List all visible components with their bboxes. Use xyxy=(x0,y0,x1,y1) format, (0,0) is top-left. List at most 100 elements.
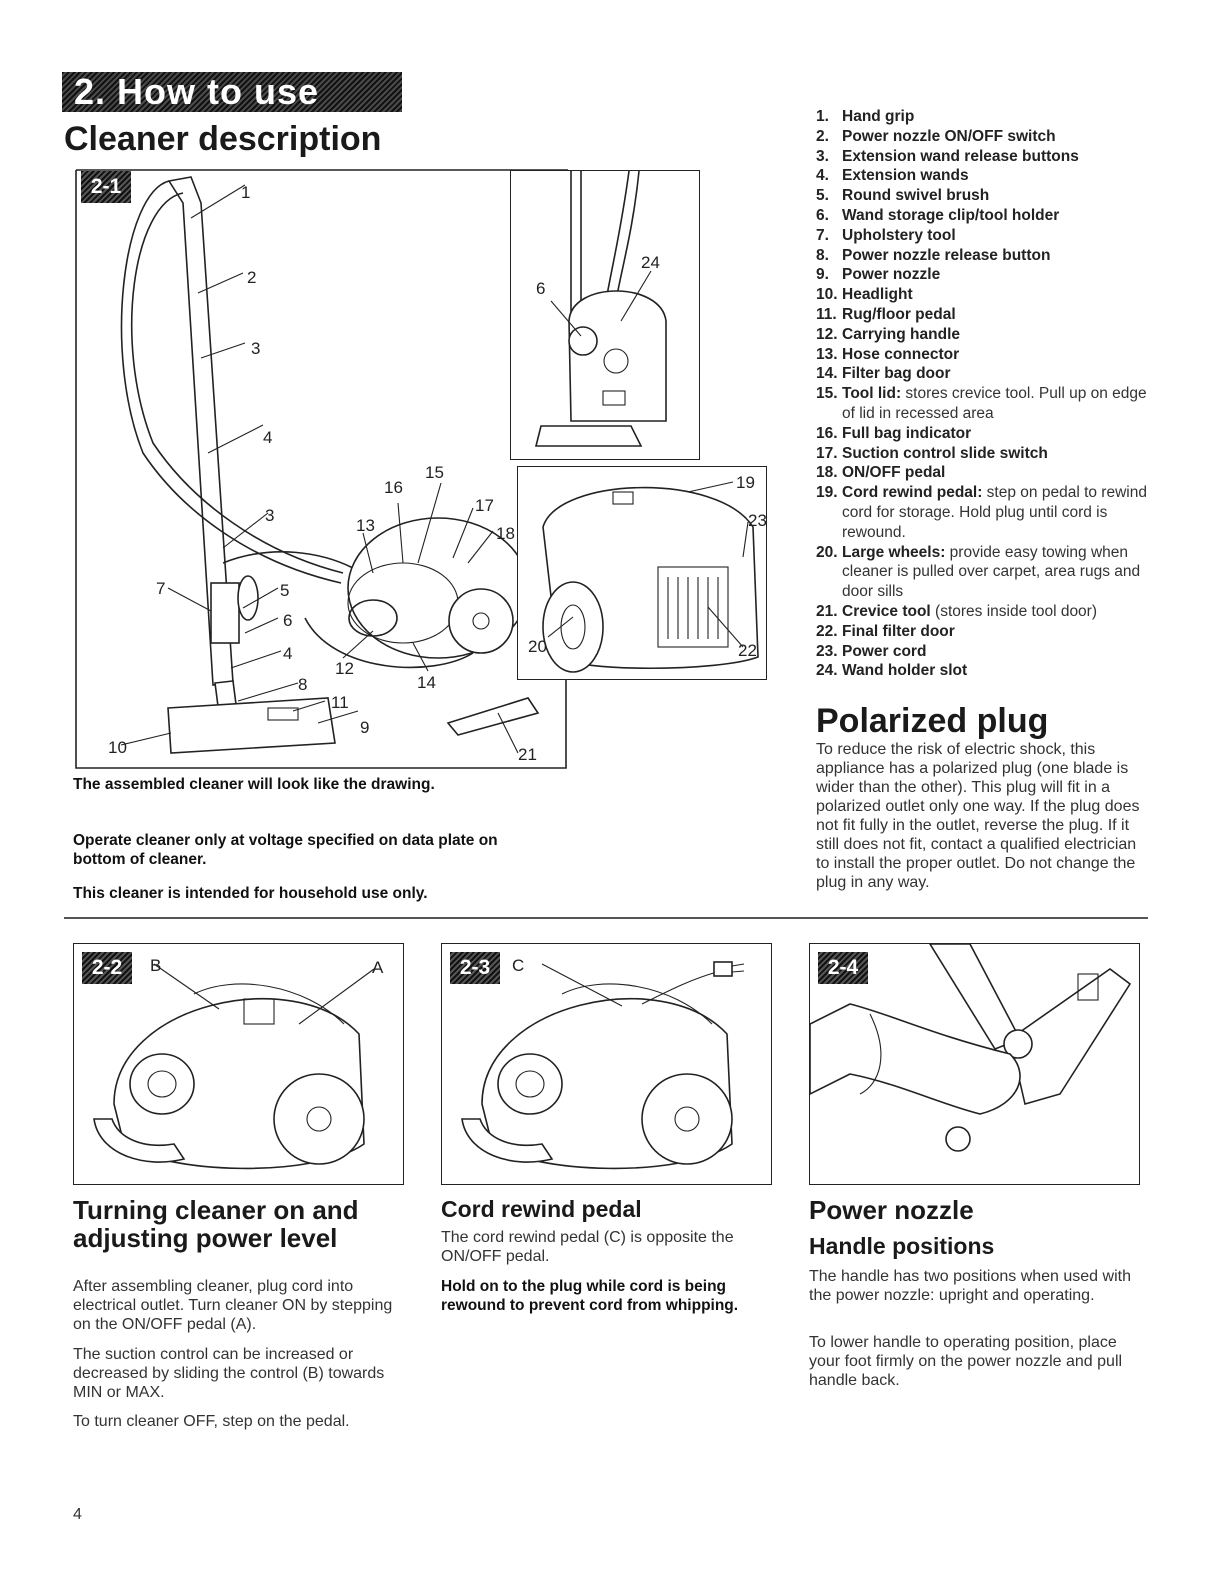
callout-4-lower: 4 xyxy=(283,644,293,663)
part-name: Large wheels: xyxy=(842,543,946,561)
part-text: Cord rewind pedal: step on pedal to rewi… xyxy=(842,483,1161,542)
figure-2-4-drawing xyxy=(809,943,1132,1152)
parts-list-item: 24.Wand holder slot xyxy=(816,661,1161,681)
part-name: Power nozzle ON/OFF switch xyxy=(842,127,1056,145)
figure-2-3: 2-3 C xyxy=(441,943,772,1185)
part-name: Wand storage clip/tool holder xyxy=(842,206,1060,224)
callout-5: 5 xyxy=(280,581,290,600)
callout-a: A xyxy=(372,958,384,977)
part-name: Rug/floor pedal xyxy=(842,305,956,323)
part-number: 5. xyxy=(816,187,829,205)
part-text: Upholstery tool xyxy=(842,226,956,246)
callout-16: 16 xyxy=(384,478,403,497)
part-text: Carrying handle xyxy=(842,325,960,345)
rear-canister-drawing xyxy=(542,481,759,673)
part-number: 1. xyxy=(816,108,829,125)
part-number: 13. xyxy=(816,345,838,363)
power-nozzle-p2: To lower handle to operating position, p… xyxy=(809,1334,1123,1389)
parts-list-item: 22.Final filter door xyxy=(816,622,1161,642)
part-number: 15. xyxy=(816,385,838,403)
part-number: 12. xyxy=(816,325,838,343)
part-number: 11. xyxy=(816,305,837,323)
part-name: Filter bag door xyxy=(842,365,951,383)
note-household: This cleaner is intended for household u… xyxy=(73,885,428,902)
parts-list-item: 3. Extension wand release buttons xyxy=(816,147,1161,167)
part-number: 10. xyxy=(816,286,838,304)
part-name: Carrying handle xyxy=(842,325,960,343)
parts-list-item: 23.Power cord xyxy=(816,642,1161,662)
part-name: Cord rewind pedal: xyxy=(842,484,983,502)
callout-4: 4 xyxy=(263,428,273,447)
part-description: (stores inside tool door) xyxy=(930,602,1098,620)
parts-list-item: 5. Round swivel brush xyxy=(816,186,1161,206)
part-text: Headlight xyxy=(842,285,913,305)
callout-c: C xyxy=(512,956,525,975)
parts-list-item: 18.ON/OFF pedal xyxy=(816,463,1161,483)
cord-rewind-p1: The cord rewind pedal (C) is opposite th… xyxy=(441,1229,734,1265)
part-number: 8. xyxy=(816,246,829,264)
parts-list-item: 14.Filter bag door xyxy=(816,364,1161,384)
note-assembled: The assembled cleaner will look like the… xyxy=(73,776,435,793)
parts-list-item: 6.Wand storage clip/tool holder xyxy=(816,206,1161,226)
callout-3-lower: 3 xyxy=(265,506,275,525)
part-text: Extension wand release buttons xyxy=(842,147,1079,167)
part-text: Wand holder slot xyxy=(842,661,967,681)
figure-2-1-tag: 2-1 xyxy=(81,171,131,203)
parts-list-item: 2. Power nozzle ON/OFF switch xyxy=(816,127,1161,147)
turning-p1: After assembling cleaner, plug cord into… xyxy=(73,1278,393,1333)
inset-callout-19: 19 xyxy=(736,473,755,492)
part-name: Tool lid: xyxy=(842,385,902,403)
part-text: Extension wands xyxy=(842,166,969,186)
parts-list-item: 13.Hose connector xyxy=(816,345,1161,365)
power-nozzle-title: Power nozzle xyxy=(809,1195,974,1225)
part-name: Full bag indicator xyxy=(842,424,972,442)
parts-list-item: 19.Cord rewind pedal: step on pedal to r… xyxy=(816,483,1161,542)
part-number: 16. xyxy=(816,424,838,442)
inset-callout-6: 6 xyxy=(536,279,546,298)
callout-15: 15 xyxy=(425,463,444,482)
part-name: Wand holder slot xyxy=(842,662,968,680)
cord-rewind-title: Cord rewind pedal xyxy=(441,1196,642,1222)
part-number: 20. xyxy=(816,543,838,561)
inset-callout-20: 20 xyxy=(528,637,547,656)
callout-3: 3 xyxy=(251,339,261,358)
part-text: Large wheels: provide easy towing when c… xyxy=(842,543,1161,602)
part-number: 18. xyxy=(816,464,838,482)
part-name: Round swivel brush xyxy=(842,187,990,205)
part-number: 9. xyxy=(816,266,829,284)
part-number: 14. xyxy=(816,365,838,383)
inset-callout-24: 24 xyxy=(641,253,660,272)
part-text: Final filter door xyxy=(842,622,955,642)
part-text: Hand grip xyxy=(842,107,914,127)
callout-7: 7 xyxy=(156,579,166,598)
part-name: ON/OFF pedal xyxy=(842,464,946,482)
part-number: 19. xyxy=(816,484,838,502)
part-name: Final filter door xyxy=(842,622,955,640)
parts-list-item: 9.Power nozzle xyxy=(816,265,1161,285)
handle-positions-subtitle: Handle positions xyxy=(809,1233,995,1259)
part-number: 23. xyxy=(816,642,838,660)
figure-2-3-tag: 2-3 xyxy=(450,952,500,984)
part-number: 2. xyxy=(816,127,829,145)
part-text: Rug/floor pedal xyxy=(842,305,956,325)
part-text: Wand storage clip/tool holder xyxy=(842,206,1059,226)
part-name: Extension wand release buttons xyxy=(842,147,1079,165)
section-divider xyxy=(64,917,1148,919)
part-text: Suction control slide switch xyxy=(842,444,1048,464)
figure-2-1-inset-rear: 19 23 20 22 xyxy=(517,466,767,680)
part-name: Power nozzle release button xyxy=(842,246,1051,264)
part-text: Hose connector xyxy=(842,345,959,365)
callout-12: 12 xyxy=(335,659,354,678)
parts-list-item: 20.Large wheels: provide easy towing whe… xyxy=(816,543,1161,602)
callout-9: 9 xyxy=(360,718,370,737)
part-number: 22. xyxy=(816,622,838,640)
part-number: 24. xyxy=(816,662,838,680)
figure-2-4: 2-4 xyxy=(809,943,1140,1185)
figure-2-2: 2-2 B A xyxy=(73,943,404,1185)
parts-list-item: 10.Headlight xyxy=(816,285,1161,305)
part-number: 3. xyxy=(816,147,829,165)
part-text: Round swivel brush xyxy=(842,186,989,206)
section-banner: 2. How to use xyxy=(62,72,402,112)
part-name: Extension wands xyxy=(842,167,969,185)
polarized-plug-body: To reduce the risk of electric shock, th… xyxy=(816,741,1140,891)
